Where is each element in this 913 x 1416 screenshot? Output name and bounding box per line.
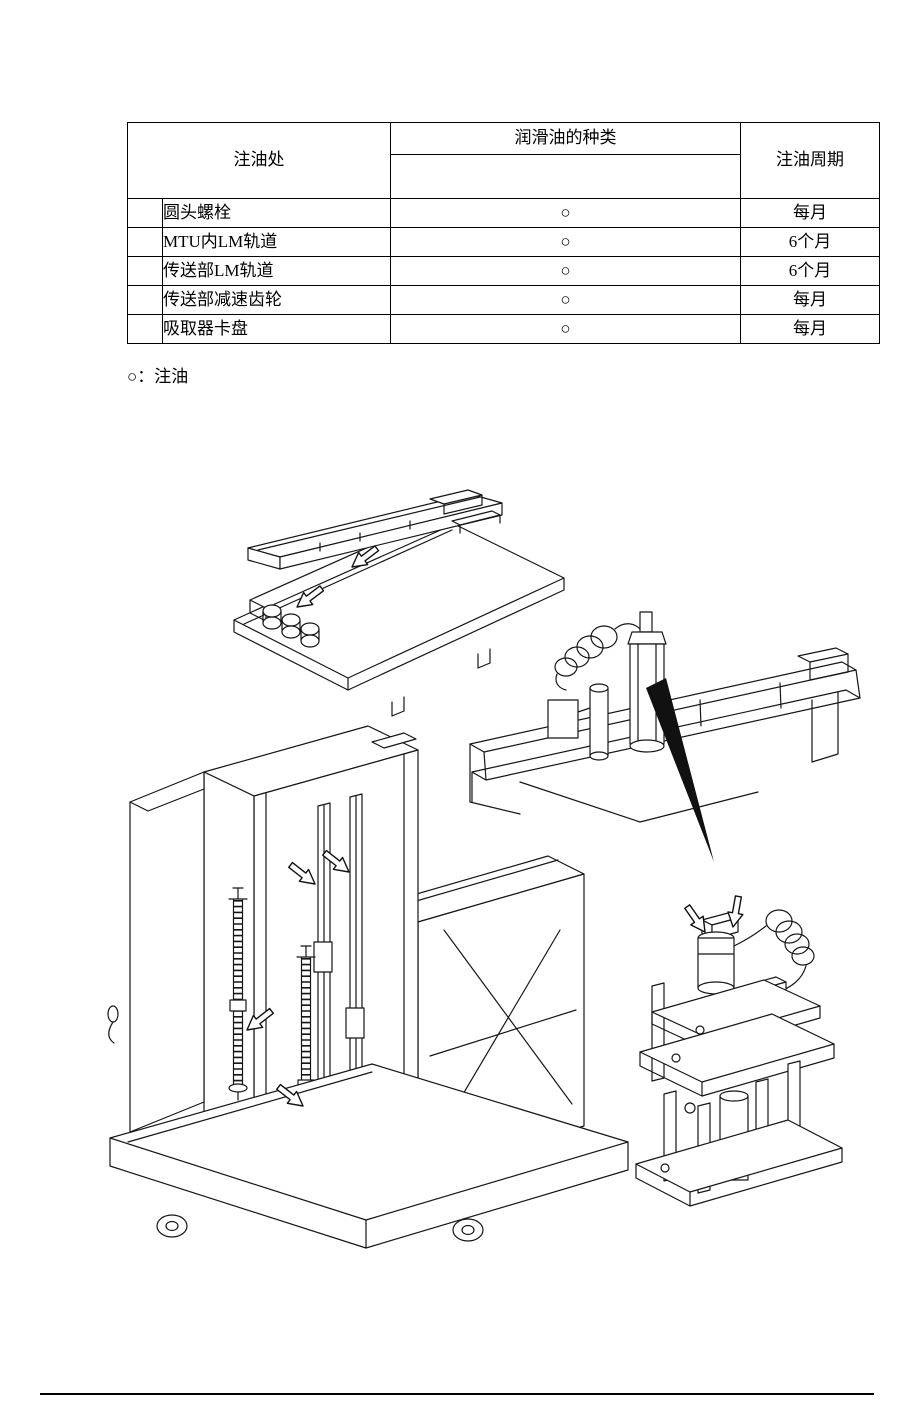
lube-mark: ○ [390, 256, 741, 286]
lube-point-label: MTU内LM轨道 [162, 227, 391, 257]
lube-point-label: 传送部减速齿轮 [162, 285, 391, 315]
lube-cycle: 每月 [740, 314, 880, 344]
arrow-tray-rollers [291, 581, 327, 614]
lube-cycle: 每月 [740, 198, 880, 228]
header-cycle: 注油周期 [740, 122, 880, 199]
lube-point-arrows [241, 541, 747, 1113]
lubrication-table: 注油处 润滑油的种类 注油周期 圆头螺栓 ○ 每月 MTU内LM轨道 ○ 6个月 [127, 122, 880, 344]
arrow-detail-2 [724, 894, 747, 930]
lube-point-label: 圆头螺栓 [162, 198, 391, 228]
detail-pointer [646, 678, 714, 862]
arrow-screw-1 [241, 1004, 277, 1037]
table-row: 传送部减速齿轮 ○ 每月 [127, 285, 880, 315]
table-row: 传送部LM轨道 ○ 6个月 [127, 256, 880, 286]
table-row: 圆头螺栓 ○ 每月 [127, 198, 880, 228]
lube-point-label: 传送部LM轨道 [162, 256, 391, 286]
table-row: 吸取器卡盘 ○ 每月 [127, 314, 880, 344]
lube-mark: ○ [390, 285, 741, 315]
row-index-cell [127, 285, 163, 315]
arrow-tray-rail [346, 541, 382, 574]
arrow-screw-2 [273, 1080, 309, 1113]
lube-mark: ○ [390, 314, 741, 344]
header-location: 注油处 [127, 122, 391, 199]
table-legend: ○：注油 [127, 367, 189, 386]
footer-rule [40, 1393, 874, 1395]
arrow-rail-2 [319, 846, 355, 879]
header-lubricant-type: 润滑油的种类 [390, 122, 741, 155]
mtu-tray-drawing [233, 489, 565, 717]
row-index-cell [127, 227, 163, 257]
lube-cycle: 6个月 [740, 227, 880, 257]
table-row: MTU内LM轨道 ○ 6个月 [127, 227, 880, 257]
conveyor-drawing [469, 611, 861, 823]
header-lubricant-sub [390, 154, 741, 199]
lube-point-label: 吸取器卡盘 [162, 314, 391, 344]
suction-detail-drawing [635, 909, 843, 1207]
arrow-rail-1 [285, 858, 321, 891]
row-index-cell [127, 314, 163, 344]
row-index-cell [127, 198, 163, 228]
lube-cycle: 每月 [740, 285, 880, 315]
arrow-detail-1 [680, 901, 712, 938]
main-machine-drawing [107, 725, 629, 1249]
lube-cycle: 6个月 [740, 256, 880, 286]
row-index-cell [127, 256, 163, 286]
lube-mark: ○ [390, 227, 741, 257]
lube-mark: ○ [390, 198, 741, 228]
